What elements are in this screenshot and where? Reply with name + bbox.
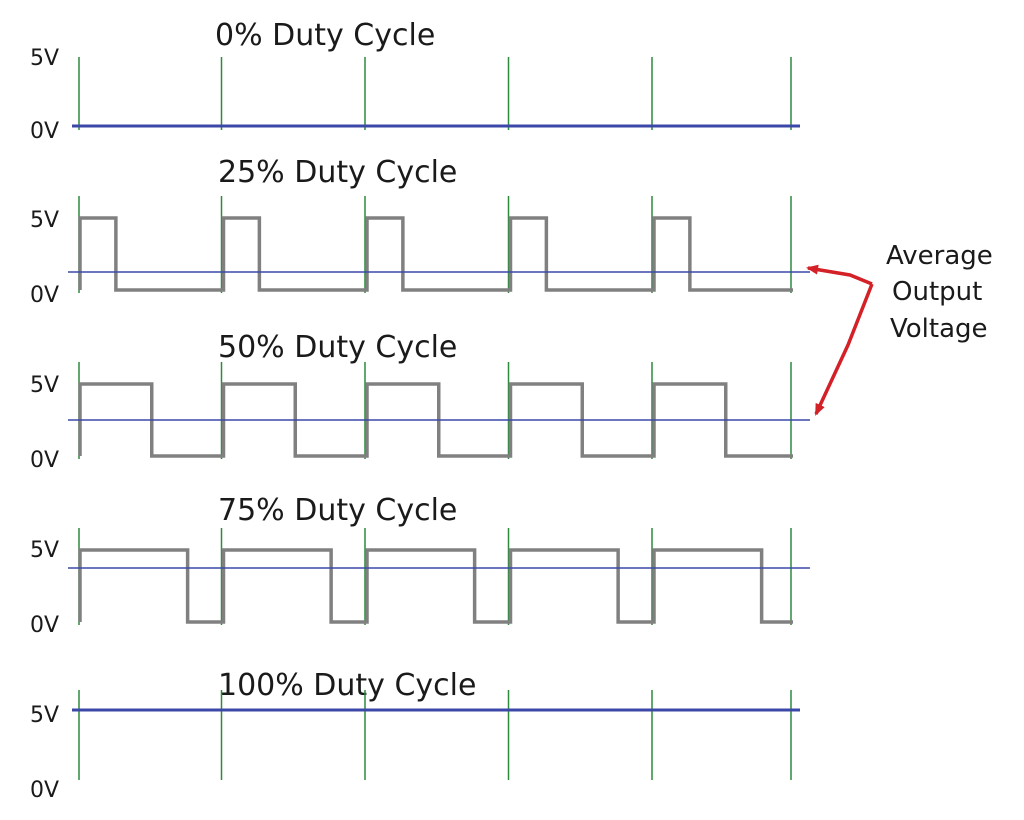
low-level-label: 0V: [30, 778, 59, 803]
panel-title: 75% Duty Cycle: [218, 493, 457, 528]
panel-100-percent: 100% Duty Cycle 5V 0V: [30, 668, 800, 803]
panel-0-percent: 0% Duty Cycle 5V 0V: [30, 18, 800, 144]
panel-25-percent: 25% Duty Cycle 5V 0V: [30, 155, 810, 308]
annotation-line: Output: [892, 277, 982, 307]
low-level-label: 0V: [30, 448, 59, 473]
average-output-annotation: Average Output Voltage: [806, 241, 993, 416]
pwm-signal-waveform: [78, 216, 793, 292]
high-level-label: 5V: [30, 538, 59, 563]
arrow-to-25-average: [806, 264, 873, 286]
panel-title: 100% Duty Cycle: [218, 668, 476, 703]
panel-50-percent: 50% Duty Cycle 5V 0V: [30, 330, 810, 473]
arrow-to-50-average: [814, 283, 874, 416]
annotation-line: Average: [886, 241, 993, 271]
high-level-label: 5V: [30, 703, 59, 728]
annotation-line: Voltage: [890, 314, 988, 344]
high-level-label: 5V: [30, 208, 59, 233]
low-level-label: 0V: [30, 119, 59, 144]
panel-75-percent: 75% Duty Cycle 5V 0V: [30, 493, 810, 638]
high-level-label: 5V: [30, 46, 59, 71]
panel-title: 0% Duty Cycle: [215, 18, 435, 53]
panel-title: 25% Duty Cycle: [218, 155, 457, 190]
low-level-label: 0V: [30, 283, 59, 308]
high-level-label: 5V: [30, 373, 59, 398]
pwm-signal-waveform: [78, 548, 793, 624]
pwm-signal-waveform: [78, 382, 793, 458]
low-level-label: 0V: [30, 613, 59, 638]
panel-title: 50% Duty Cycle: [218, 330, 457, 365]
